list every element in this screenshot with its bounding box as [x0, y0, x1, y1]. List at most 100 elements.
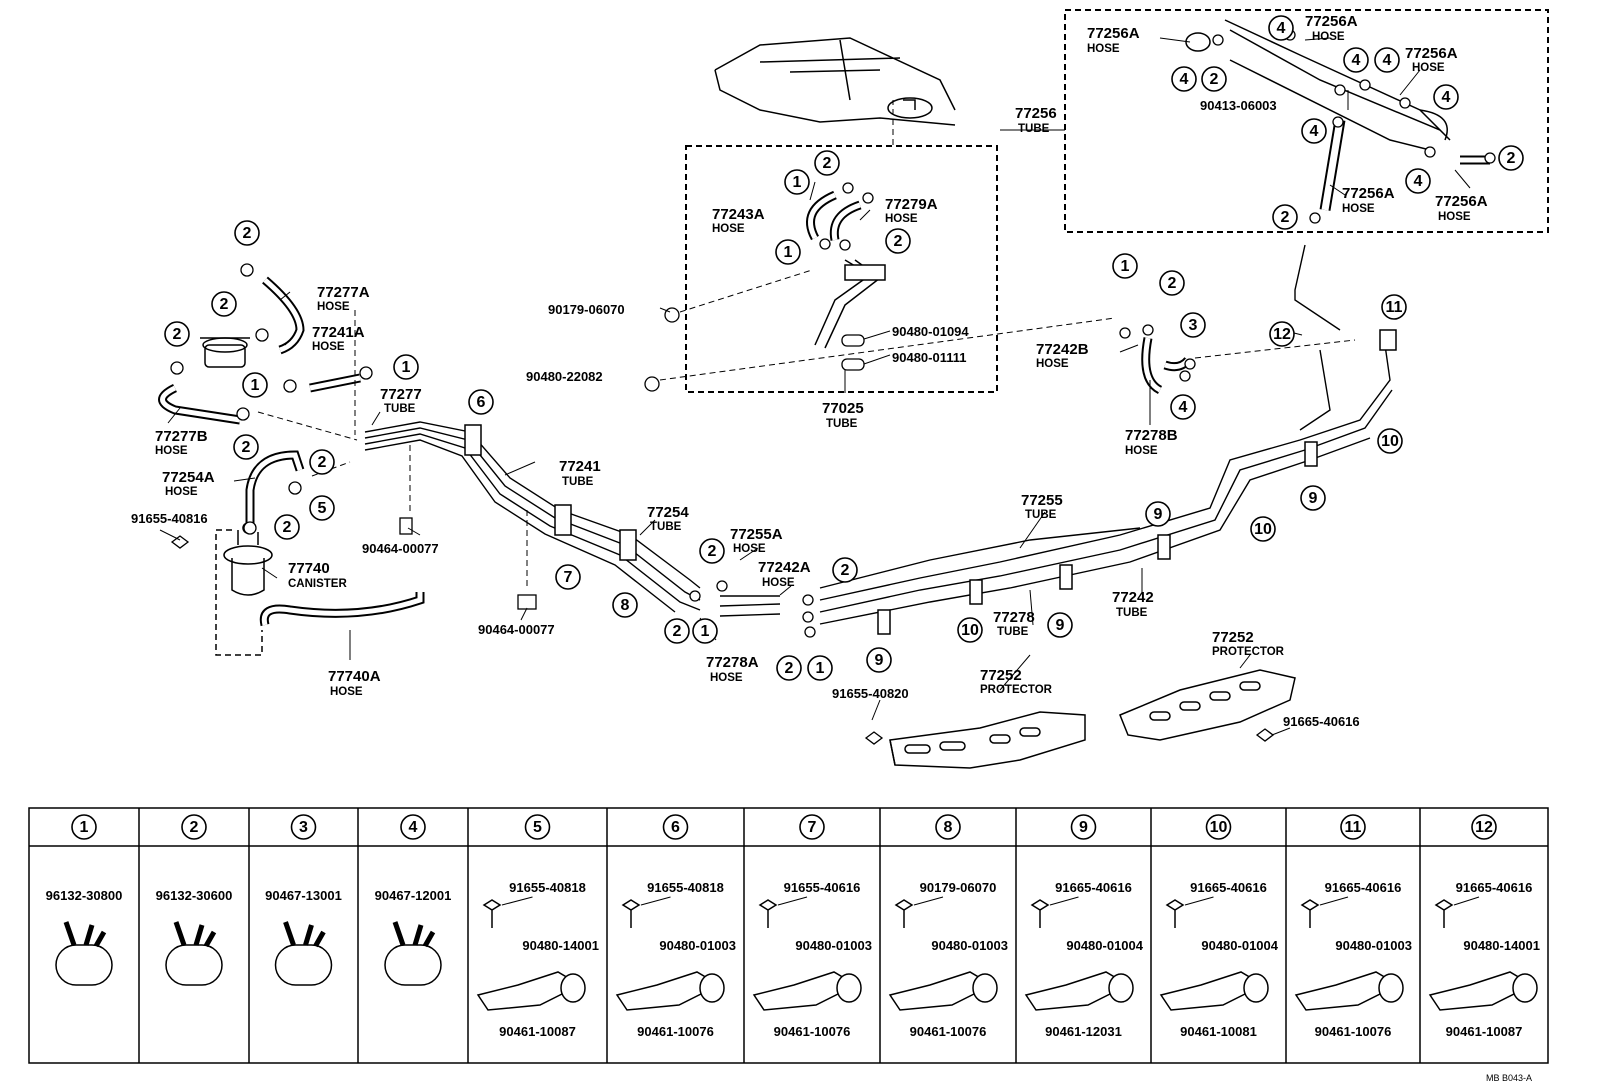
label-77256A-b: 77256A: [1305, 13, 1358, 30]
label-hose-77255A: HOSE: [733, 543, 766, 555]
legend-part-bolt: 90179-06070: [920, 880, 997, 895]
label-tube-77025: TUBE: [826, 418, 858, 430]
callout-9: 9: [1300, 485, 1326, 511]
label-90413-06003: 90413-06003: [1200, 98, 1277, 113]
callout-2: 2: [814, 150, 840, 176]
svg-text:1: 1: [793, 174, 802, 191]
callout-2: 2: [233, 434, 259, 460]
legend-part-cushion: 90480-14001: [522, 938, 599, 953]
svg-text:2: 2: [243, 225, 252, 242]
legend-header-12: 12: [1475, 819, 1493, 836]
callout-4: 4: [1433, 84, 1459, 110]
fuel-tank-outline: [714, 37, 956, 126]
legend-part-bracket: 90461-12031: [1045, 1024, 1122, 1039]
label-77242: 77242: [1112, 589, 1154, 606]
label-90480-01111: 90480-01111: [892, 350, 966, 365]
label-hose-77242A: HOSE: [762, 577, 795, 589]
svg-text:1: 1: [784, 244, 793, 261]
protector-77252-right: [1119, 669, 1296, 741]
legend-part-bracket: 90461-10076: [1315, 1024, 1392, 1039]
main-tube-bundle: [364, 244, 1393, 625]
label-77256A-c: 77256A: [1405, 45, 1458, 62]
legend-part-cushion: 90480-01003: [659, 938, 736, 953]
legend-part-cushion: 90480-01004: [1201, 938, 1278, 953]
label-77279A: 77279A: [885, 196, 938, 213]
svg-text:2: 2: [1168, 275, 1177, 292]
callout-2: 2: [309, 449, 335, 475]
svg-text:6: 6: [477, 394, 486, 411]
hose-clamp-icon: [165, 944, 223, 986]
svg-text:4: 4: [1414, 173, 1423, 190]
label-77252-a: 77252: [980, 667, 1022, 684]
legend-part-bolt: 91665-40616: [1325, 880, 1402, 895]
callout-1: 1: [393, 354, 419, 380]
legend-part-bolt: 91665-40616: [1456, 880, 1533, 895]
svg-text:2: 2: [173, 326, 182, 343]
legend-part-bolt: 91665-40616: [1190, 880, 1267, 895]
bolt-icon: [1030, 899, 1050, 928]
protector-77252-left: [889, 711, 1086, 769]
svg-text:10: 10: [1254, 521, 1272, 538]
legend-part: 90467-13001: [265, 888, 342, 903]
small-fasteners: [170, 307, 1275, 745]
label-hose-77277A: HOSE: [317, 301, 350, 313]
svg-text:1: 1: [816, 660, 825, 677]
svg-text:4: 4: [1179, 399, 1188, 416]
callout-2: 2: [1201, 66, 1227, 92]
bolt-icon: [482, 899, 502, 928]
svg-text:2: 2: [242, 439, 251, 456]
legend-part-bolt: 91665-40616: [1055, 880, 1132, 895]
legend-header-6: 6: [671, 819, 680, 836]
svg-text:1: 1: [402, 359, 411, 376]
label-77277A: 77277A: [317, 284, 370, 301]
callout-3: 3: [1180, 312, 1206, 338]
label-hose-b: HOSE: [1312, 31, 1345, 43]
group-box-77025: [685, 145, 998, 393]
label-77256A-a: 77256A: [1087, 25, 1140, 42]
label-hose-77241A: HOSE: [312, 341, 345, 353]
label-hose-77278A: HOSE: [710, 672, 743, 684]
legend-part: 96132-30800: [46, 888, 123, 903]
callout-9: 9: [866, 647, 892, 673]
svg-text:1: 1: [251, 377, 260, 394]
svg-text:1: 1: [1121, 258, 1130, 275]
legend-part-cushion: 90480-01004: [1066, 938, 1143, 953]
callout-2: 2: [274, 514, 300, 540]
label-77242B: 77242B: [1036, 341, 1089, 358]
callout-4: 4: [1268, 15, 1294, 41]
legend-header-8: 8: [944, 819, 953, 836]
label-91665-40616: 91665-40616: [1283, 714, 1360, 729]
label-hose-a: HOSE: [1087, 43, 1120, 55]
svg-text:2: 2: [894, 233, 903, 250]
callout-4: 4: [1170, 394, 1196, 420]
legend-part-bracket: 90461-10087: [1446, 1024, 1523, 1039]
svg-text:9: 9: [1154, 506, 1163, 523]
callout-5: 5: [309, 495, 335, 521]
svg-text:2: 2: [1281, 209, 1290, 226]
legend-table: 196132-30800296132-30600390467-130014904…: [28, 807, 1549, 1064]
callout-10: 10: [1377, 428, 1403, 454]
svg-text:2: 2: [823, 155, 832, 172]
bolt-icon: [621, 899, 641, 928]
callout-1: 1: [784, 169, 810, 195]
legend-header-3: 3: [299, 819, 308, 836]
legend-header-2: 2: [190, 819, 199, 836]
callout-2: 2: [234, 220, 260, 246]
callout-9: 9: [1145, 501, 1171, 527]
legend-header-5: 5: [533, 819, 542, 836]
label-tube-77255: TUBE: [1025, 509, 1057, 521]
legend-part-bolt: 91655-40616: [784, 880, 861, 895]
legend-header-10: 10: [1210, 819, 1228, 836]
legend-column-3: 3 90467-13001: [248, 808, 342, 1063]
label-77241: 77241: [559, 458, 601, 475]
svg-text:1: 1: [701, 623, 710, 640]
label-90480-22082: 90480-22082: [526, 369, 603, 384]
callout-2: 2: [1159, 270, 1185, 296]
label-90464-00077-a: 90464-00077: [362, 541, 439, 556]
label-77278: 77278: [993, 609, 1035, 626]
